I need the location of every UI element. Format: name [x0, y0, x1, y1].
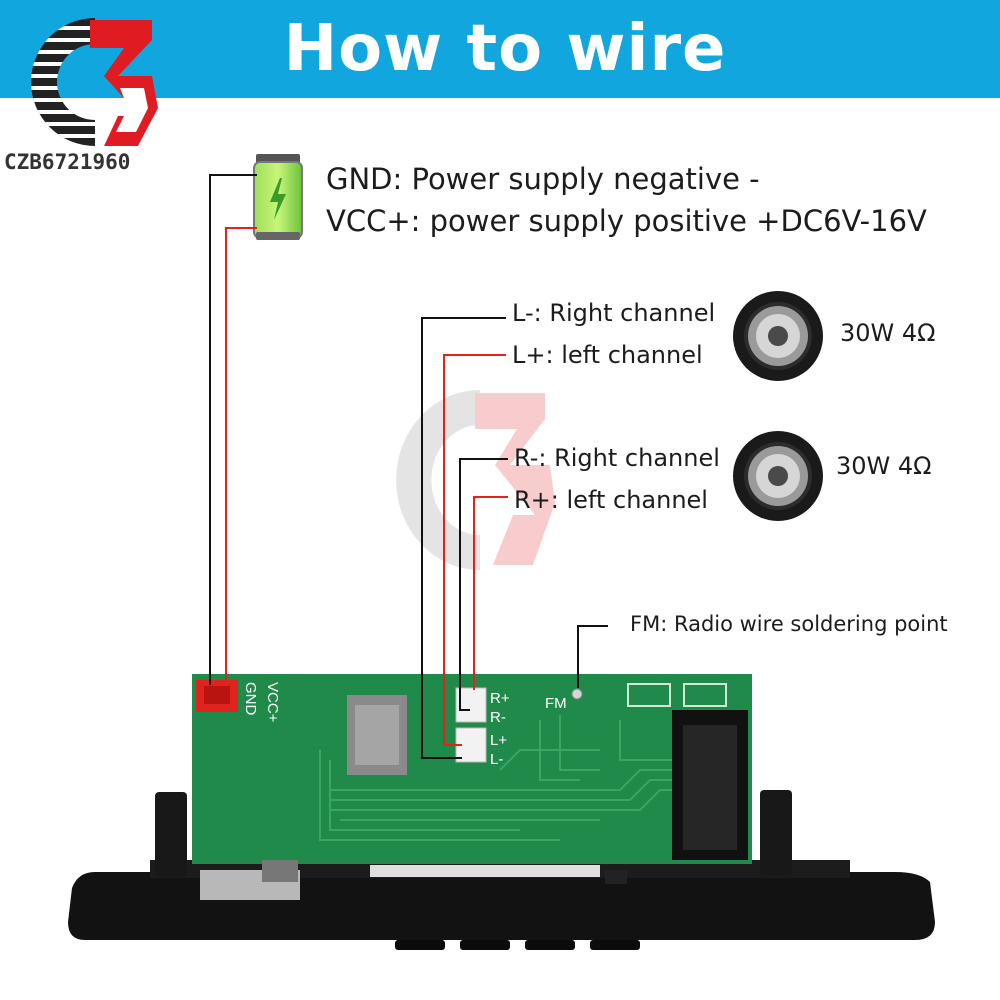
connector-l: [455, 727, 487, 763]
vcc-label: VCC+: power supply positive +DC6V-16V: [326, 204, 927, 238]
l-plus-wire: [443, 354, 506, 746]
gnd-label: GND: Power supply negative -: [326, 162, 760, 196]
l-plus-label: L+: left channel: [512, 341, 703, 369]
ribbon-connector: [370, 865, 600, 877]
button-nub: [525, 940, 575, 950]
speaker-rating-right: 30W 4Ω: [836, 452, 932, 480]
battery-icon: [253, 154, 303, 240]
button-nub: [395, 940, 445, 950]
switch-knob: [262, 860, 298, 882]
watermark-logo: [396, 390, 555, 570]
header-b: [683, 683, 727, 707]
speaker-rating-left: 30W 4Ω: [840, 319, 936, 347]
vcc-wire: [225, 227, 257, 685]
r-plus-label: R+: left channel: [514, 486, 708, 514]
r-minus-wire: [459, 458, 508, 711]
chip-face: [355, 705, 399, 765]
page-title: How to wire: [283, 12, 727, 86]
title-banner: [0, 0, 1000, 98]
pin-label-gnd: GND: [242, 682, 259, 716]
r-plus-wire: [473, 496, 508, 690]
speaker-icon-right: [733, 431, 823, 521]
pin-label-vcc: VCC+: [264, 682, 281, 723]
mount-clip-left: [155, 792, 187, 877]
fm-label: FM: Radio wire soldering point: [630, 612, 948, 636]
pin-label-r-minus: R-: [490, 709, 506, 726]
pin-label-l-minus: L-: [490, 751, 503, 768]
button-nub: [460, 940, 510, 950]
gnd-wire: [209, 174, 257, 685]
power-connector-socket: [204, 686, 230, 704]
pin-label-fm: FM: [545, 695, 567, 712]
fm-pad: [571, 688, 583, 700]
brand-code: CZB6721960: [4, 150, 131, 174]
ir-sensor: [605, 870, 627, 884]
pin-label-l-plus: L+: [490, 732, 507, 749]
speaker-icon-left: [733, 291, 823, 381]
pin-label-r-plus: R+: [490, 690, 510, 707]
l-minus-label: L-: Right channel: [512, 299, 716, 327]
button-nub: [590, 940, 640, 950]
brand-logo: [31, 18, 158, 146]
pcb-board: GND VCC+ R+ R- L+ L- FM: [68, 674, 935, 950]
l-minus-wire: [421, 317, 506, 759]
usb-port-inner: [683, 725, 737, 850]
r-minus-label: R-: Right channel: [514, 444, 720, 472]
fm-wire: [577, 625, 608, 688]
mount-clip-right: [760, 790, 792, 875]
header-a: [627, 683, 671, 707]
